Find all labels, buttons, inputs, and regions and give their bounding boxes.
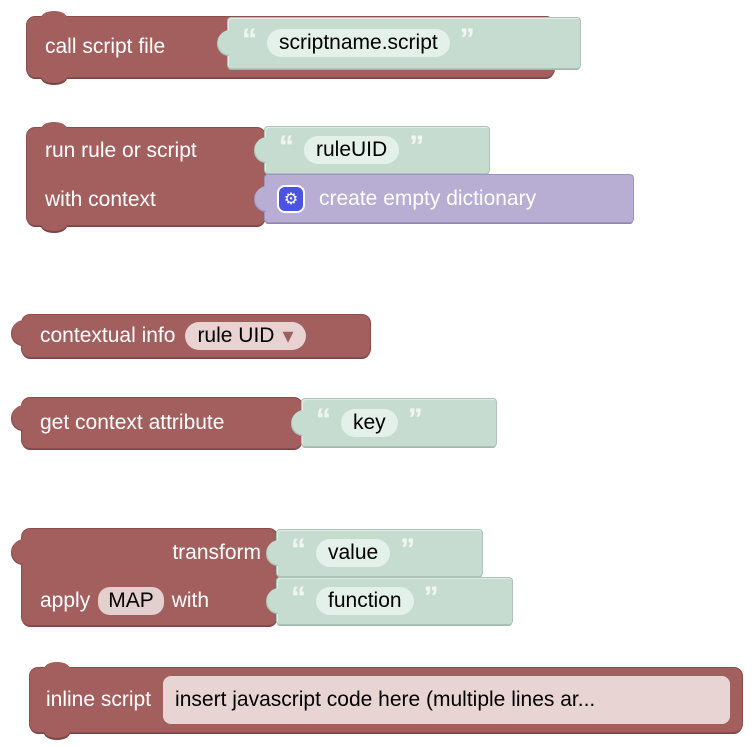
gear-icon[interactable]: ⚙ [277, 184, 305, 213]
next-connection-notch [41, 69, 67, 83]
output-connector-tab [267, 540, 279, 565]
function-field[interactable]: function [316, 587, 414, 615]
quote-close-icon: ” [409, 130, 425, 163]
block-transform[interactable]: transform apply MAP with “ value ” “ fun… [12, 529, 512, 625]
block-create-empty-dictionary[interactable]: ⚙ create empty dictionary [255, 175, 633, 222]
output-connector-tab [267, 588, 279, 613]
output-connector-tab [255, 186, 267, 211]
quote-open-icon: “ [291, 533, 306, 566]
quote-open-icon: “ [316, 402, 331, 436]
value-field[interactable]: value [316, 539, 391, 567]
output-connector-tab [255, 137, 267, 162]
output-connector-tab [12, 405, 24, 430]
output-connector-tab [12, 539, 24, 564]
output-connector-tab [292, 410, 304, 435]
block-label: call script file [45, 35, 166, 58]
block-label: inline script [46, 688, 152, 711]
quote-close-icon: ” [407, 402, 423, 436]
string-input-block[interactable]: “ key ” [292, 399, 496, 446]
rule-uid-field[interactable]: ruleUID [304, 136, 400, 164]
key-field[interactable]: key [341, 408, 398, 437]
previous-connection-notch [44, 662, 70, 676]
quote-close-icon: ” [459, 23, 475, 56]
block-label-context: with context [45, 187, 156, 211]
dropdown-selected-value: rule UID [197, 324, 275, 347]
dropdown-arrow-icon: ▾ [282, 324, 294, 349]
block-label-with: with [171, 589, 210, 612]
output-connector-tab [218, 30, 230, 55]
next-connection-notch [44, 724, 70, 738]
block-run-rule-or-script[interactable]: run rule or script with context “ ruleUI… [27, 122, 633, 231]
block-inline-script[interactable]: inline script insert javascript code her… [30, 662, 742, 738]
map-field[interactable]: MAP [98, 587, 164, 615]
block-label: contextual info [40, 324, 176, 347]
dictionary-block-label: create empty dictionary [319, 186, 537, 210]
block-call-script-file[interactable]: call script file “ scriptname.script ” [27, 11, 580, 83]
previous-connection-notch [41, 11, 67, 25]
quote-open-icon: “ [242, 23, 257, 56]
string-input-block[interactable]: “ value ” [267, 530, 482, 576]
block-get-context-attribute[interactable]: get context attribute “ key ” [12, 398, 496, 448]
next-connection-notch [41, 217, 67, 231]
inline-script-field[interactable]: insert javascript code here (multiple li… [163, 676, 730, 724]
output-connector-tab [12, 320, 24, 345]
quote-close-icon: ” [400, 533, 416, 566]
block-label-transform: transform [172, 541, 261, 564]
block-label-run: run rule or script [45, 139, 197, 162]
quote-close-icon: ” [423, 581, 439, 614]
string-input-block[interactable]: “ function ” [267, 578, 512, 624]
block-label: get context attribute [40, 411, 225, 434]
string-input-block[interactable]: “ ruleUID ” [255, 127, 489, 173]
previous-connection-notch [41, 122, 67, 136]
block-label-apply: apply [40, 589, 91, 612]
contextual-info-dropdown[interactable]: rule UID ▾ [185, 322, 306, 350]
quote-open-icon: “ [291, 581, 306, 614]
string-input-block[interactable]: “ scriptname.script ” [218, 18, 580, 68]
block-contextual-info[interactable]: contextual info rule UID ▾ [12, 315, 370, 357]
script-filename-field[interactable]: scriptname.script [267, 29, 450, 57]
quote-open-icon: “ [279, 130, 294, 163]
